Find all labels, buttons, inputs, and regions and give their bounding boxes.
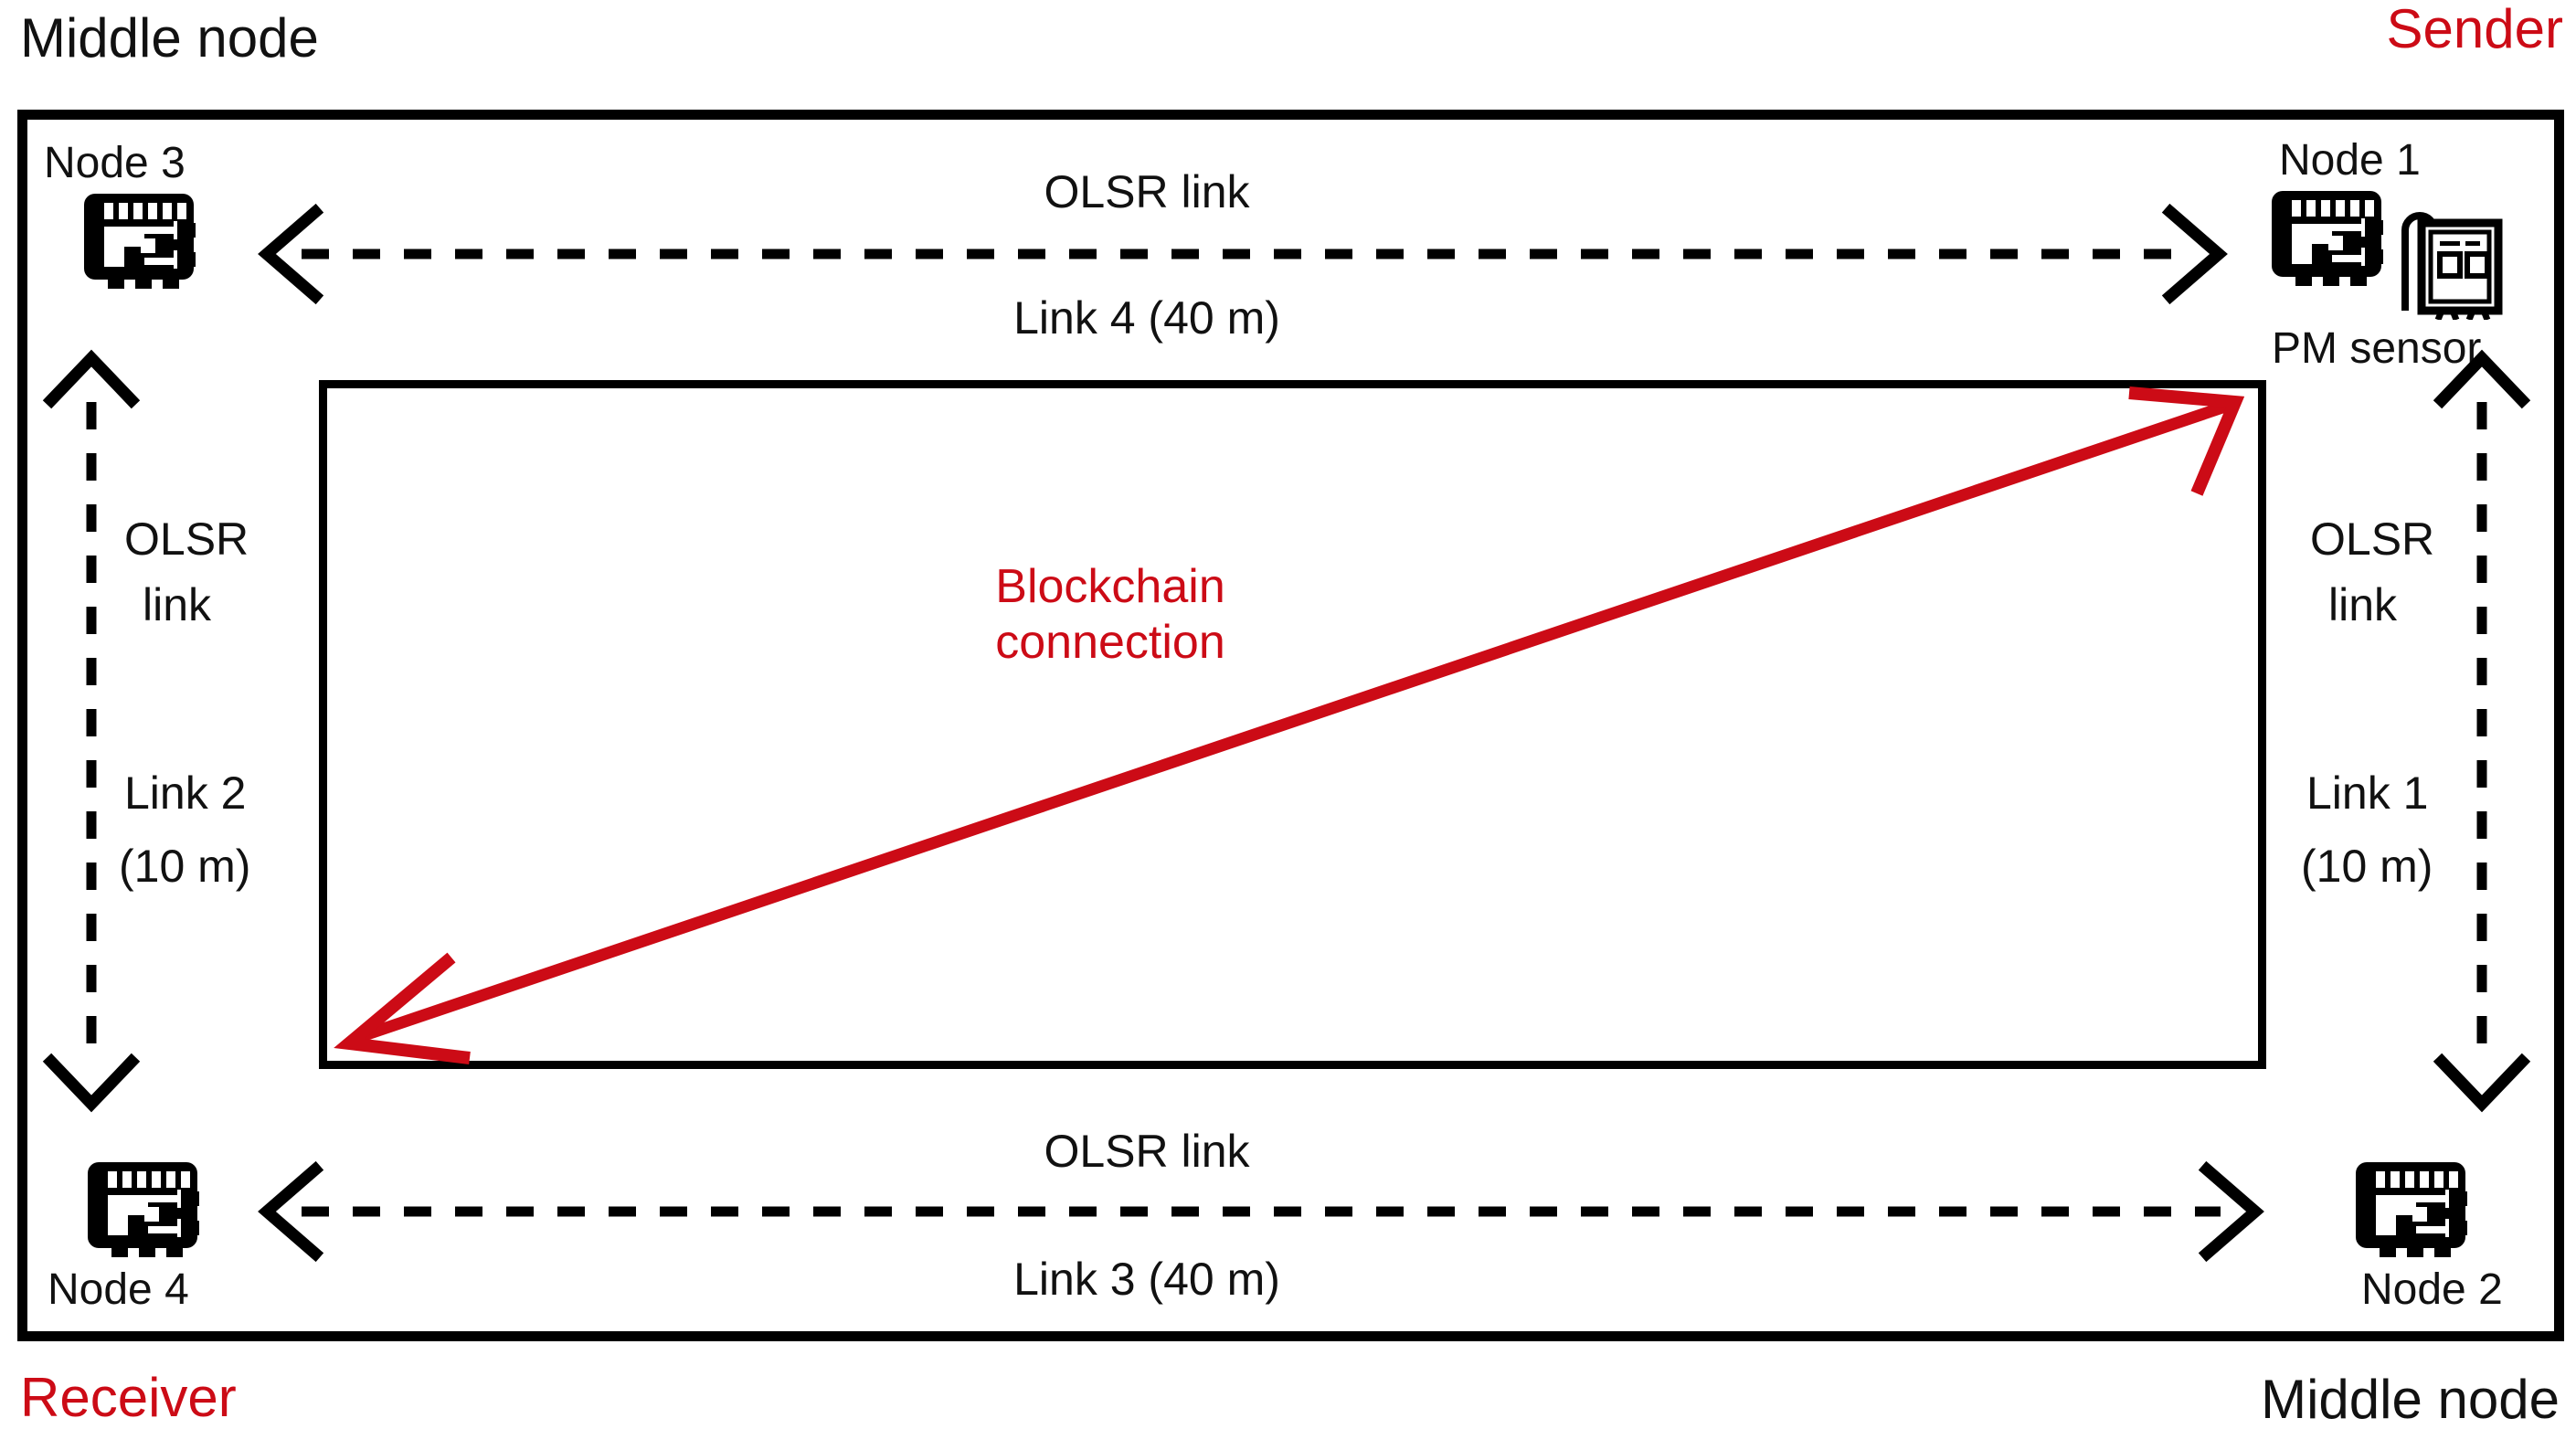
pm-sensor-label: PM sensor — [2272, 324, 2482, 373]
network-device-icon-node2 — [2356, 1159, 2473, 1257]
role-label-sender: Sender — [2386, 0, 2563, 59]
link3-name-label: Link 3 (40 m) — [1013, 1254, 1280, 1305]
pm-sensor-icon — [2389, 183, 2509, 320]
link1-name-line2: (10 m) — [2301, 841, 2433, 892]
link1-name-line1: Link 1 — [2306, 767, 2429, 819]
link2-protocol-line1: OLSR — [124, 513, 249, 565]
link2-name-line2: (10 m) — [119, 841, 251, 892]
network-device-icon-node3 — [84, 190, 201, 289]
node-label-node3: Node 3 — [44, 139, 186, 187]
role-label-receiver: Receiver — [20, 1367, 237, 1428]
link1-protocol-line2: link — [2328, 579, 2398, 630]
blockchain-caption-line1: Blockchain — [995, 560, 1225, 613]
blockchain-caption-line2: connection — [995, 616, 1225, 670]
link4-protocol-label: OLSR link — [1044, 166, 1250, 217]
blockchain-connection-caption: Blockchain connection — [918, 559, 1302, 672]
network-device-icon-node1 — [2272, 187, 2389, 286]
link1-protocol-line1: OLSR — [2310, 513, 2435, 565]
node-label-node4: Node 4 — [48, 1265, 189, 1314]
link3-protocol-label: OLSR link — [1044, 1126, 1250, 1177]
role-label-bottom-right: Middle node — [2261, 1369, 2560, 1430]
inner-blockchain-boundary — [319, 380, 2266, 1069]
link4-name-label: Link 4 (40 m) — [1013, 292, 1280, 344]
link2-protocol-line2: link — [143, 579, 212, 630]
node-label-node1: Node 1 — [2279, 136, 2421, 185]
link2-name-line1: Link 2 — [124, 767, 247, 819]
network-device-icon-node4 — [88, 1159, 205, 1257]
node-label-node2: Node 2 — [2361, 1265, 2503, 1314]
role-label-top-left: Middle node — [20, 7, 319, 69]
